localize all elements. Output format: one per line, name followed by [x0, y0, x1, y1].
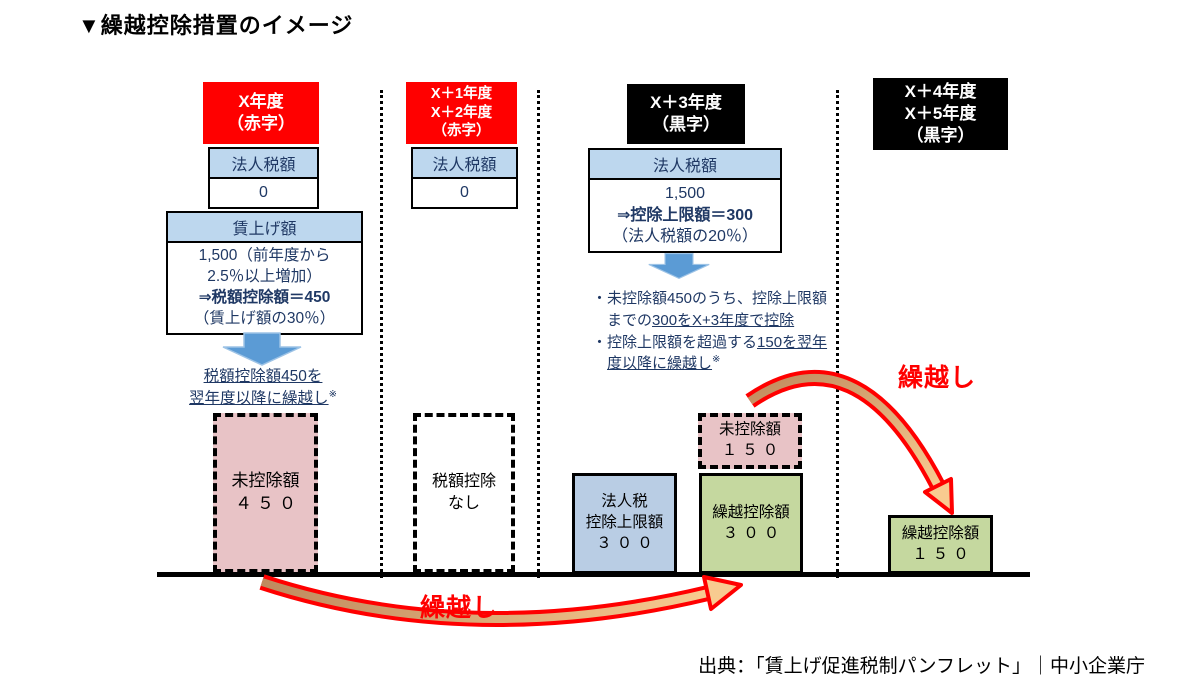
uncredited-bar-450: 未控除額 ４５０ [213, 413, 318, 573]
carryover-note-line: 税額控除額450を [203, 368, 323, 385]
source-caption: 出典：「賃上げ促進税制パンフレット」｜中小企業庁 [698, 656, 1145, 677]
note-line: 度以降に繰越し※ [607, 354, 721, 373]
carryover-note-line: 翌年度以降に繰越し [189, 390, 329, 408]
bar-value: ３００ [596, 534, 658, 552]
year-header-line: （黒字） [906, 126, 975, 146]
carryover-label-top: 繰越し [898, 364, 977, 392]
bar-value: ４５０ [235, 494, 301, 513]
column-separator-1 [380, 90, 383, 578]
corporate-tax-label: 法人税額 [413, 149, 516, 179]
year-header-line: X＋2年度 [430, 104, 493, 121]
carryover-arrow-bottom [259, 574, 743, 627]
year-header-line: X年度 [238, 91, 284, 111]
deduction-limit-bar-300: 法人税 控除上限額 ３００ [572, 473, 677, 574]
wage-increase-label: 賃上げ額 [168, 213, 361, 243]
bar-label: 繰越控除額 [901, 524, 980, 542]
year-header-line: X＋1年度 [430, 85, 493, 102]
deduction-notes-x3: ・未控除額450のうち、控除上限額 までの300をX+3年度で控除 ・控除上限額… [592, 288, 844, 375]
down-arrow-icon [648, 253, 710, 280]
year-header-line: X＋3年度 [650, 92, 722, 112]
bar-label: 未控除額 [718, 421, 781, 439]
wage-increase-box: 賃上げ額 1,500（前年度から 2.5％以上増加） ⇒税額控除額＝450 （賃… [166, 211, 363, 335]
corporate-tax-label: 法人税額 [210, 149, 317, 179]
down-arrow-icon [222, 332, 302, 366]
year-header-x1-x2: X＋1年度 X＋2年度 （赤字） [406, 82, 517, 144]
carryover-note-x: 税額控除額450を 翌年度以降に繰越し※ [168, 367, 358, 410]
bar-value: １５０ [721, 442, 784, 459]
tax-box-line: 1,500 [664, 185, 706, 202]
bar-label: 法人税 [601, 493, 648, 511]
wage-box-line: （賃上げ額の30％） [193, 309, 336, 327]
uncredited-bar-150: 未控除額 １５０ [698, 413, 802, 469]
corporate-tax-box-x: 法人税額 0 [208, 147, 319, 209]
year-header-x: X年度 （赤字） [203, 82, 319, 144]
year-header-line: （赤字） [227, 114, 295, 133]
corporate-tax-value: 0 [259, 184, 268, 201]
tax-box-line: （法人税額の20％） [612, 228, 758, 246]
carryover-label-bottom: 繰越し [420, 594, 499, 622]
corporate-tax-box-x1: 法人税額 0 [411, 147, 518, 209]
carryover-deduction-bar-150: 繰越控除額 １５０ [888, 515, 993, 574]
baseline [157, 572, 1030, 577]
wage-box-deduction-line: ⇒税額控除額＝450 [198, 288, 331, 306]
bar-label: なし [447, 495, 480, 512]
page-title: ▼繰越控除措置のイメージ [78, 13, 354, 38]
corporate-tax-label: 法人税額 [590, 150, 780, 180]
year-header-line: X＋5年度 [904, 103, 977, 123]
bar-value: ３００ [722, 524, 785, 542]
year-header-line: X＋4年度 [904, 81, 977, 101]
corporate-tax-box-x3: 法人税額 1,500 ⇒控除上限額＝300 （法人税額の20％） [588, 148, 782, 253]
year-header-x3: X＋3年度 （黒字） [627, 84, 745, 144]
wage-box-line: 1,500（前年度から [198, 247, 331, 264]
bar-label: 税額控除 [431, 473, 496, 491]
bar-label: 繰越控除額 [712, 503, 790, 521]
bar-label: 控除上限額 [585, 514, 664, 532]
year-header-line: （赤字） [432, 123, 491, 140]
column-separator-3 [836, 90, 839, 578]
tax-box-limit-line: ⇒控除上限額＝300 [616, 206, 754, 224]
year-header-x4-x5: X＋4年度 X＋5年度 （黒字） [873, 78, 1008, 150]
wage-box-line: 2.5％以上増加） [207, 267, 322, 285]
bar-label: 未控除額 [231, 471, 300, 491]
note-line: ・未控除額450のうち、控除上限額 [592, 290, 828, 307]
year-header-line: （黒字） [652, 115, 720, 134]
corporate-tax-value: 0 [460, 184, 469, 201]
footnote-mark: ※ [328, 388, 337, 400]
carryover-deduction-bar-300: 繰越控除額 ３００ [699, 473, 803, 574]
no-deduction-bar: 税額控除 なし [413, 413, 515, 573]
bar-value: １５０ [912, 545, 974, 563]
note-line: ・控除上限額を超過する150を翌年 [592, 333, 828, 351]
footnote-mark: ※ [712, 354, 721, 366]
column-separator-2 [537, 90, 540, 578]
note-line: までの300をX+3年度で控除 [592, 311, 795, 329]
